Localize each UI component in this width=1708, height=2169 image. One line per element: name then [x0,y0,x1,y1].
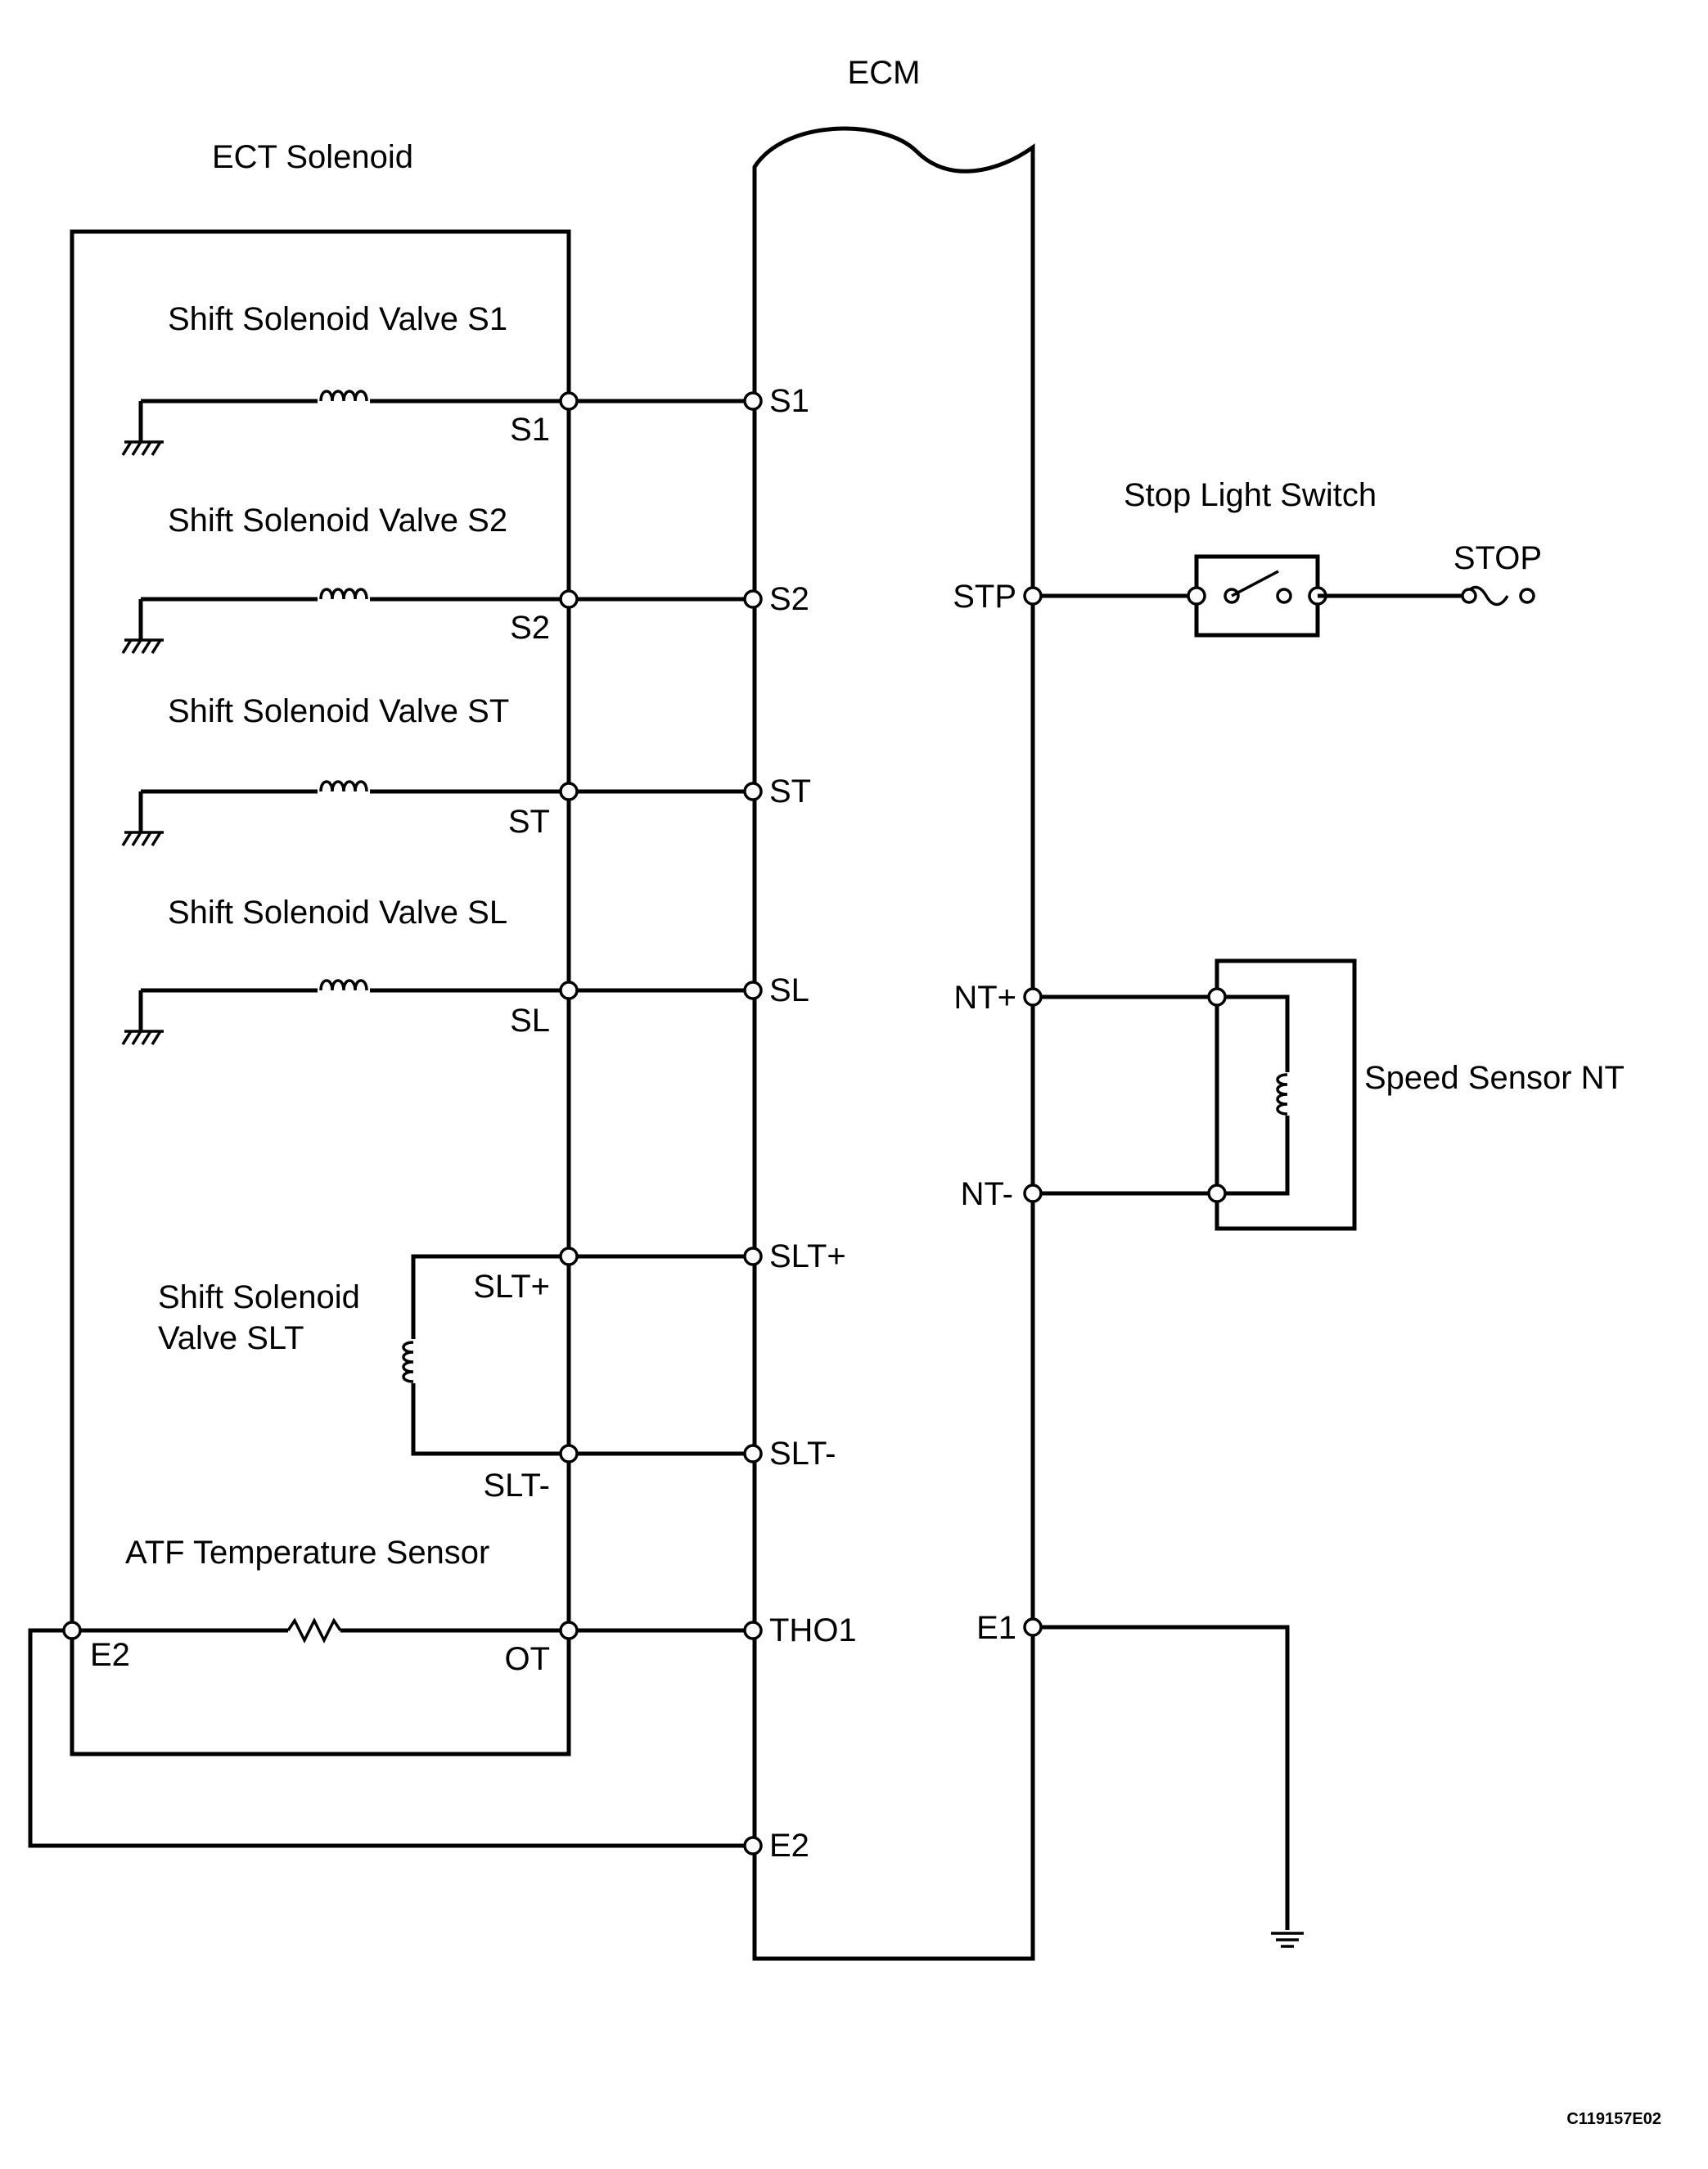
ect-solenoid-title: ECT Solenoid [212,139,413,175]
slt-valve-label-line2: Valve SLT [158,1320,304,1356]
solenoid-pin-slt-minus: SLT- [483,1468,550,1504]
ecm-left-terminals: S1 S2 ST SL SLT+ SLT- THO1 E2 [743,383,857,1864]
stop-light-switch: Stop Light Switch STOP STP [953,477,1542,638]
solenoid-pin-ot: OT [504,1641,550,1677]
stop-light-switch-label: Stop Light Switch [1124,477,1377,513]
ecm-pin-slt-plus: SLT+ [769,1238,846,1274]
ecm-title: ECM [848,55,921,91]
ground-icon [121,599,164,654]
coil-icon [319,588,368,600]
ecm-pin-stp: STP [953,579,1016,615]
ecm-pin-tho1: THO1 [769,1612,857,1648]
resistor-icon [286,1617,342,1644]
reference-code: C119157E02 [1566,2110,1661,2128]
atf-temperature-sensor: ATF Temperature Sensor E2 OT [28,1535,753,1848]
stop-fuse-label: STOP [1453,540,1542,576]
solenoid-terminals [62,391,579,1640]
ecm-pin-nt-minus: NT- [961,1176,1013,1212]
s2-valve-label: Shift Solenoid Valve S2 [168,503,507,539]
ground-icon [1271,1932,1304,1948]
coil-icon [319,979,368,991]
ecm-pin-nt-plus: NT+ [953,980,1016,1016]
switch-contact-icon [1231,570,1279,597]
ecm-pin-slt-minus: SLT- [769,1436,836,1472]
ecm-pin-s2: S2 [769,581,809,617]
speed-sensor-nt: Speed Sensor NT NT+ NT- [953,958,1625,1231]
e1-ground: E1 [976,1610,1304,1948]
coil-icon [402,1341,414,1383]
coil-icon [1276,1073,1288,1116]
ground-icon [121,791,164,846]
speed-sensor-label: Speed Sensor NT [1364,1060,1625,1096]
ground-icon [121,401,164,456]
coil-icon [319,780,368,792]
ect-solenoid-block: ECT Solenoid [70,139,571,1756]
solenoid-valve-s2: Shift Solenoid Valve S2 S2 [121,503,753,654]
ecm-pin-st: ST [769,773,811,809]
solenoid-pin-sl: SL [510,1003,550,1039]
atf-sensor-label: ATF Temperature Sensor [125,1535,489,1571]
ecm-pin-e1: E1 [976,1610,1016,1646]
solenoid-pin-s2: S2 [510,610,550,646]
s1-valve-label: Shift Solenoid Valve S1 [168,301,507,337]
st-valve-label: Shift Solenoid Valve ST [168,693,509,729]
slt-valve-label-line1: Shift Solenoid [158,1279,360,1315]
ecm-pin-s1: S1 [769,383,809,419]
ground-icon [121,990,164,1045]
ecm-block: ECM [752,55,1035,1961]
solenoid-valve-st: Shift Solenoid Valve ST ST [121,693,753,846]
solenoid-pin-s1: S1 [510,412,550,448]
sl-valve-label: Shift Solenoid Valve SL [168,895,507,931]
solenoid-pin-slt-plus: SLT+ [473,1269,550,1305]
solenoid-valve-sl: Shift Solenoid Valve SL SL [121,895,753,1045]
solenoid-pin-e2: E2 [90,1637,130,1673]
solenoid-valve-s1: Shift Solenoid Valve S1 S1 [121,301,753,456]
ecm-pin-e2: E2 [769,1828,809,1864]
ecm-pin-sl: SL [769,972,809,1008]
coil-icon [319,390,368,402]
solenoid-valve-slt: Shift Solenoid Valve SLT SLT+ SLT- [158,1254,753,1504]
solenoid-pin-st: ST [508,804,550,840]
